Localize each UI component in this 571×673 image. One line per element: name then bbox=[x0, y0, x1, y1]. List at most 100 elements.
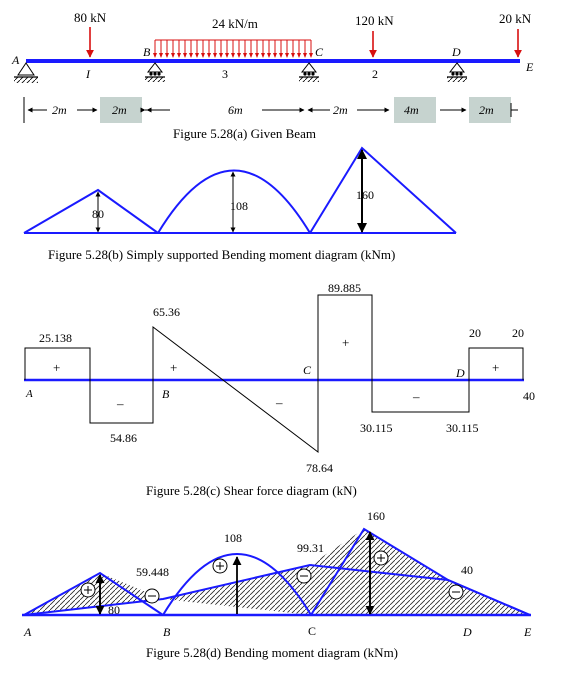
dim-label-4: 2m bbox=[333, 103, 348, 117]
udl-arrowhead bbox=[159, 53, 163, 58]
udl-arrowhead bbox=[207, 53, 211, 58]
span-label-3: 3 bbox=[222, 67, 228, 81]
bmd-value-80: 80 bbox=[108, 603, 120, 617]
triangle-span-2 bbox=[309, 146, 457, 234]
point-label-E: E bbox=[525, 60, 534, 74]
sfd-block-2 bbox=[89, 380, 154, 424]
sfd-value-30-115-right: 30.115 bbox=[446, 421, 479, 435]
sfd-value-54-86: 54.86 bbox=[110, 431, 137, 445]
sfd-slope-3 bbox=[152, 325, 319, 454]
bmd-circle-sign-plus-3 bbox=[373, 550, 389, 566]
load-label-udl: 24 kN/m bbox=[212, 16, 258, 31]
udl-arrowhead bbox=[285, 53, 289, 58]
sfd-sign-1: + bbox=[53, 360, 60, 375]
bmd-value-108: 108 bbox=[224, 531, 242, 545]
sfd-sign-2: – bbox=[116, 396, 124, 411]
sfd-value-30-115-left: 30.115 bbox=[360, 421, 393, 435]
sfd-sign-3: + bbox=[170, 360, 177, 375]
udl-arrowhead bbox=[243, 53, 247, 58]
dim-label-1: 2m bbox=[52, 103, 67, 117]
load-label-120: 120 kN bbox=[355, 13, 394, 28]
udl-arrowhead bbox=[183, 53, 187, 58]
point-label-C: C bbox=[315, 45, 324, 59]
figure-c-shear-force-diagram: 25.138 54.86 65.36 78.64 89.885 30.115 3… bbox=[24, 281, 535, 498]
udl-arrowhead bbox=[195, 53, 199, 58]
sfd-point-B: B bbox=[162, 387, 170, 401]
udl-arrowhead bbox=[249, 53, 253, 58]
bmd-b-value-108: 108 bbox=[230, 199, 248, 213]
bmd-point-E: E bbox=[523, 625, 532, 639]
load-label-20: 20 kN bbox=[499, 11, 532, 26]
figure-d-bending-moment-diagram: 160 108 99.31 59.448 40 80 A B C D E Fig… bbox=[22, 509, 532, 660]
udl-arrowhead bbox=[189, 53, 193, 58]
triangle-span-1 bbox=[23, 188, 159, 234]
sfd-block-6 bbox=[468, 347, 524, 380]
sfd-sign-5: + bbox=[342, 335, 349, 350]
sfd-sign-4: – bbox=[275, 395, 283, 410]
udl-arrowhead bbox=[177, 53, 181, 58]
udl-arrowhead bbox=[291, 53, 295, 58]
point-label-D: D bbox=[451, 45, 461, 59]
parabola-span-3 bbox=[157, 169, 311, 234]
udl-arrowhead bbox=[267, 53, 271, 58]
udl-arrowhead bbox=[297, 53, 301, 58]
sfd-value-20-left: 20 bbox=[469, 326, 481, 340]
figure-b-simply-supported-bmd: 80 108 160 Figure 5.28(b) Simply support… bbox=[23, 146, 457, 262]
dim-label-3: 6m bbox=[228, 103, 243, 117]
udl-arrowhead bbox=[213, 53, 217, 58]
sfd-value-25-138: 25.138 bbox=[39, 331, 72, 345]
roller-support-B bbox=[145, 62, 165, 82]
bmd-b-value-80: 80 bbox=[92, 207, 104, 221]
bmd-point-B: B bbox=[163, 625, 171, 639]
bmd-value-160: 160 bbox=[367, 509, 385, 523]
sfd-value-78-64: 78.64 bbox=[306, 461, 333, 475]
span-label-I: I bbox=[85, 67, 91, 81]
bmd-circle-sign-plus-2 bbox=[212, 558, 228, 574]
udl-arrowhead bbox=[309, 53, 313, 58]
bmd-value-40: 40 bbox=[461, 563, 473, 577]
roller-support-D bbox=[447, 62, 467, 82]
load-label-80: 80 kN bbox=[74, 10, 107, 25]
figure-a-given-beam: 80 kN 24 kN/m 120 kN 20 kN A B C D E I 3… bbox=[11, 10, 534, 141]
sfd-point-D: D bbox=[455, 366, 465, 380]
udl-arrowhead bbox=[279, 53, 283, 58]
udl-arrowhead bbox=[225, 53, 229, 58]
dim-label-2: 2m bbox=[112, 103, 127, 117]
caption-c: Figure 5.28(c) Shear force diagram (kN) bbox=[146, 483, 357, 498]
sfd-value-40: 40 bbox=[523, 389, 535, 403]
bmd-circle-sign-minus-2 bbox=[296, 568, 312, 584]
sfd-sign-7: + bbox=[492, 360, 499, 375]
bmd-value-99-31: 99.31 bbox=[297, 541, 324, 555]
sfd-value-89-885: 89.885 bbox=[328, 281, 361, 295]
udl-arrowhead bbox=[237, 53, 241, 58]
sfd-block-5 bbox=[371, 380, 470, 413]
sfd-sign-6: – bbox=[412, 389, 420, 404]
sfd-block-1 bbox=[24, 347, 91, 380]
bmd-b-value-160: 160 bbox=[356, 188, 374, 202]
bmd-point-C: C bbox=[308, 624, 316, 638]
bmd-circle-sign-plus-1 bbox=[80, 582, 96, 598]
udl-arrowhead bbox=[231, 53, 235, 58]
caption-b: Figure 5.28(b) Simply supported Bending … bbox=[48, 247, 395, 262]
udl-arrowhead bbox=[255, 53, 259, 58]
udl-arrowhead bbox=[303, 53, 307, 58]
point-label-A: A bbox=[11, 53, 20, 67]
udl-arrowhead bbox=[219, 53, 223, 58]
dim-label-5: 4m bbox=[404, 103, 419, 117]
caption-d: Figure 5.28(d) Bending moment diagram (k… bbox=[146, 645, 398, 660]
sfd-value-20-right: 20 bbox=[512, 326, 524, 340]
udl-arrowhead bbox=[273, 53, 277, 58]
dimension-row bbox=[23, 97, 518, 123]
bmd-value-59-448: 59.448 bbox=[136, 565, 169, 579]
span-label-2: 2 bbox=[372, 67, 378, 81]
udl-arrowhead bbox=[201, 53, 205, 58]
bmd-circle-sign-minus-1 bbox=[144, 588, 160, 604]
bmd-point-D: D bbox=[462, 625, 472, 639]
bmd-circle-sign-minus-3 bbox=[448, 584, 464, 600]
udl-arrowhead bbox=[153, 53, 157, 58]
udl-arrowhead bbox=[165, 53, 169, 58]
roller-support-C bbox=[299, 62, 319, 82]
sfd-block-4 bbox=[317, 294, 373, 380]
udl-load bbox=[153, 39, 313, 58]
udl-arrowhead bbox=[261, 53, 265, 58]
